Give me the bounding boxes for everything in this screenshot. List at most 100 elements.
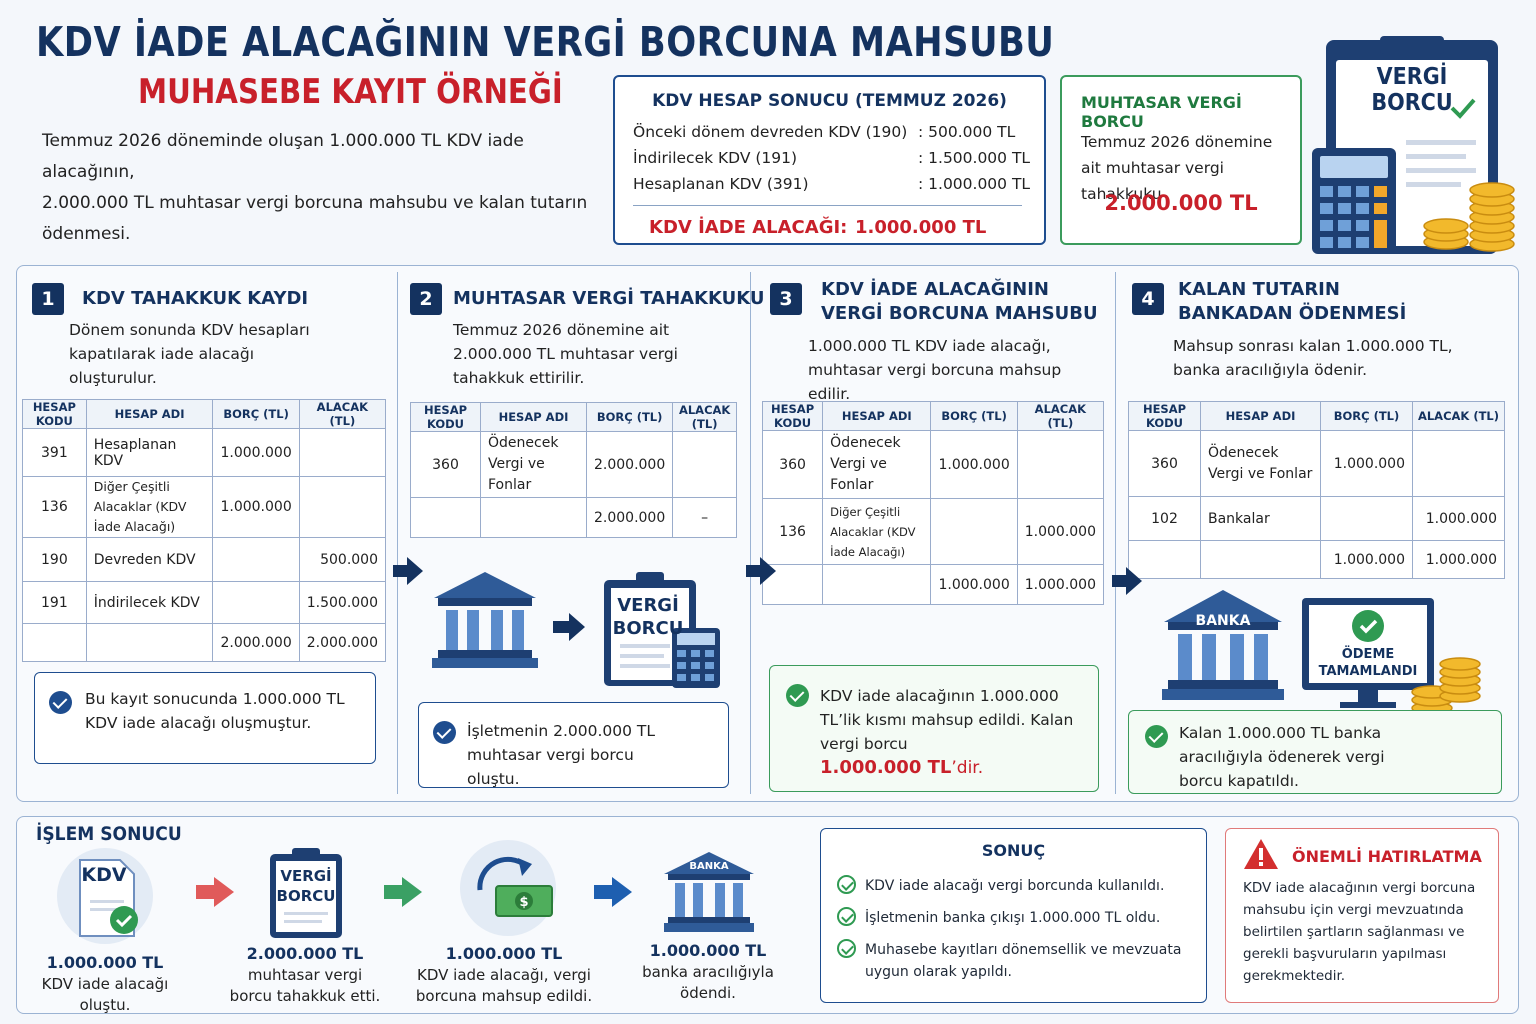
- intro-text: Temmuz 2026 döneminde oluşan 1.000.000 T…: [42, 126, 602, 250]
- kdv-row: Önceki dönem devreden KDV (190) : 500.000…: [633, 123, 1015, 141]
- step-4-title-1: KALAN TUTARIN: [1178, 279, 1340, 300]
- cell-name: Devreden KDV: [85, 537, 214, 582]
- cell-code: 360: [1128, 430, 1201, 497]
- cell-credit: [298, 428, 387, 477]
- kdv-row-value: : 500.000 TL: [918, 123, 1016, 141]
- cell-name: Diğer Çeşitli Alacaklar (KDV İade Alacağ…: [822, 498, 932, 565]
- kdv-row: İndirilecek KDV (191): 1.500.000 TL: [633, 149, 1030, 167]
- cell-credit: –: [672, 497, 737, 538]
- cell-credit: 1.500.000: [298, 581, 387, 624]
- kdv-box-title: KDV HESAP SONUCU (TEMMUZ 2026): [652, 91, 1007, 111]
- arrow-right-icon: [384, 877, 422, 907]
- step-3-title-1: KDV İADE ALACAĞININ: [821, 279, 1049, 300]
- cell-debit: [930, 498, 1018, 565]
- kdv-row-label: Önceki dönem devreden KDV (190): [633, 123, 908, 141]
- col-debit: BORÇ (TL): [212, 399, 300, 429]
- cell-name: Bankalar: [1200, 496, 1321, 541]
- page-title: KDV İADE ALACAĞININ VERGİ BORCUNA MAHSUB…: [36, 18, 1055, 66]
- conclusion-item: KDV iade alacağı vergi borcunda kullanıl…: [865, 878, 1165, 894]
- step-4-note: Kalan 1.000.000 TL banka aracılığıyla öd…: [1128, 710, 1502, 794]
- result-item-text: banka aracılığıyla ödendi.: [642, 963, 774, 1002]
- clipboard-label-2: BORCU: [276, 887, 336, 905]
- cell-debit: 1.000.000: [212, 428, 300, 477]
- payment-monitor-icon: [1302, 598, 1481, 723]
- result-section-title: İŞLEM SONUCU: [36, 823, 182, 845]
- step-3-note-text: KDV iade alacağının 1.000.000 TL’lik kıs…: [820, 684, 1090, 780]
- reminder-title: ÖNEMLİ HATIRLATMA: [1292, 847, 1482, 866]
- kdv-result: KDV İADE ALACAĞI:1.000.000 TL: [649, 217, 986, 238]
- cell-credit: 500.000: [298, 537, 387, 582]
- result-item-text: KDV iade alacağı oluştu.: [41, 975, 169, 1014]
- arrow-right-icon: [553, 613, 585, 641]
- muhtasar-box-amount: 2.000.000 TL: [1104, 191, 1258, 215]
- intro-line-2: 2.000.000 TL muhtasar vergi borcuna mahs…: [42, 193, 588, 244]
- clipboard-label-1: VERGİ: [280, 867, 332, 885]
- bank-icon: [432, 572, 538, 668]
- kdv-row-label: Hesaplanan KDV (391): [633, 175, 809, 193]
- cell-debit: 1.000.000: [212, 476, 300, 538]
- cell-code: 360: [410, 431, 481, 498]
- cell-code: 190: [22, 537, 87, 582]
- conclusion-item: Muhasebe kayıtları dönemsellik ve mevzua…: [865, 942, 1182, 980]
- cell-name: [85, 623, 214, 662]
- step-1-note: Bu kayıt sonucunda 1.000.000 TL KDV iade…: [34, 672, 376, 764]
- muhtasar-box: MUHTASAR VERGİ BORCU Temmuz 2026 dönemin…: [1060, 75, 1302, 245]
- cell-debit: [1320, 496, 1413, 541]
- cell-credit: 1.000.000: [1016, 498, 1105, 565]
- cell-code: 102: [1128, 496, 1201, 541]
- cell-code: 391: [22, 428, 87, 477]
- step-3-note-body: KDV iade alacağının 1.000.000 TL’lik kıs…: [820, 687, 1074, 753]
- step-1-title: KDV TAHAKKUK KAYDI: [82, 288, 309, 309]
- cell-code: 136: [761, 498, 824, 565]
- tax-doc-label-1: VERGİ: [617, 595, 679, 616]
- cell-name: Ödenecek Vergi ve Fonlar: [1200, 430, 1321, 497]
- tax-clipboard-icon: [1312, 36, 1515, 254]
- divider: [1115, 272, 1116, 794]
- step-4-note-text: Kalan 1.000.000 TL banka aracılığıyla öd…: [1179, 724, 1385, 790]
- money-transfer-icon: $: [460, 840, 556, 936]
- cell-code: 191: [22, 581, 87, 624]
- col-code: HESAP KODU: [410, 402, 481, 432]
- tax-document-icon: [604, 572, 720, 688]
- kdv-result-value: 1.000.000 TL: [855, 217, 987, 238]
- cell-credit: [1016, 430, 1105, 499]
- bank-icon: [664, 852, 754, 932]
- step-1-note-text: Bu kayıt sonucunda 1.000.000 TL KDV iade…: [85, 690, 345, 732]
- tax-clipboard-label: VERGİ BORCU: [276, 866, 336, 906]
- col-debit: BORÇ (TL): [585, 402, 674, 432]
- step-3-note-amount: 1.000.000 TL: [820, 757, 952, 778]
- step-3-desc: 1.000.000 TL KDV iade alacağı, muhtasar …: [808, 337, 1062, 403]
- cell-name: İndirilecek KDV: [85, 581, 214, 624]
- tax-clipboard-icon: [270, 848, 342, 938]
- kdv-row-value: : 1.500.000 TL: [918, 149, 1031, 167]
- divider: [633, 205, 1022, 206]
- result-item-amount: 1.000.000 TL: [46, 953, 164, 972]
- muhtasar-box-text: Temmuz 2026 dönemine ait muhtasar vergi …: [1081, 133, 1273, 203]
- muhtasar-box-title: MUHTASAR VERGİ BORCU: [1081, 93, 1242, 131]
- cell-name: [1200, 540, 1321, 579]
- bank-icon: [1162, 590, 1284, 700]
- step-4-desc: Mahsup sonrası kalan 1.000.000 TL, banka…: [1173, 337, 1453, 379]
- divider: [750, 272, 751, 794]
- cell-name: [480, 497, 587, 538]
- cell-name: [822, 564, 932, 605]
- check-icon: [786, 684, 809, 707]
- col-name: HESAP ADI: [480, 402, 587, 432]
- cell-name: Diğer Çeşitli Alacaklar (KDV İade Alacağ…: [85, 476, 214, 538]
- conclusion-title: SONUÇ: [981, 841, 1046, 860]
- cell-debit: [212, 581, 300, 624]
- step-3-title-2: VERGİ BORCUNA MAHSUBU: [821, 303, 1098, 324]
- tax-doc-label-2: BORCU: [612, 618, 684, 639]
